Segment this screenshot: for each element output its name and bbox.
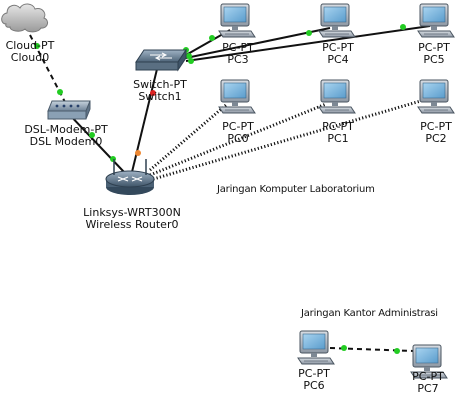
pc4-type: PC-PT xyxy=(322,41,354,54)
link-switch-dot-c xyxy=(186,53,192,59)
pc0-label: PC-PT PC0 xyxy=(216,121,260,145)
pc5-type: PC-PT xyxy=(418,41,450,54)
link-switch-dot-d xyxy=(188,58,194,64)
link-switch-dot-a xyxy=(150,90,156,96)
pc6-name: PC6 xyxy=(303,379,325,392)
switch-type: Switch-PT xyxy=(133,78,187,91)
router-type: Linksys-WRT300N xyxy=(83,206,181,219)
pc2-name: PC2 xyxy=(425,132,447,145)
link-pc5-dot xyxy=(400,24,406,30)
link-modem-dot-a xyxy=(57,89,63,95)
cloud-label: Cloud-PT Cloud0 xyxy=(1,40,59,64)
admin-network-note: Jaringan Kantor Administrasi xyxy=(301,308,438,319)
wireless-router-icon[interactable] xyxy=(105,159,155,195)
cloud-name: Cloud0 xyxy=(10,51,50,64)
modem-type: DSL-Modem-PT xyxy=(24,123,108,136)
pc2-icon[interactable] xyxy=(417,79,455,114)
modem-label: DSL-Modem-PT DSL Modem0 xyxy=(14,124,118,148)
pc1-type: PC-PT xyxy=(322,120,354,133)
wireless-router-pc1 xyxy=(149,102,327,177)
link-cloud-dot xyxy=(34,43,40,49)
link-pc7-dot xyxy=(394,348,400,354)
pc5-label: PC-PT PC5 xyxy=(412,42,456,66)
pc4-label: PC-PT PC4 xyxy=(316,42,360,66)
pc4-name: PC4 xyxy=(327,53,349,66)
wireless-router-pc0 xyxy=(149,103,227,172)
pc3-type: PC-PT xyxy=(222,41,254,54)
switch-icon[interactable] xyxy=(135,48,187,72)
link-pc4-dot xyxy=(306,30,312,36)
pc1-icon[interactable] xyxy=(318,79,356,114)
pc2-type: PC-PT xyxy=(420,120,452,133)
link-pc6-dot xyxy=(341,345,347,351)
pc0-name: PC0 xyxy=(227,132,249,145)
pc5-icon[interactable] xyxy=(417,3,455,38)
cloud-type: Cloud-PT xyxy=(5,39,55,52)
link-pc3-dot xyxy=(209,35,215,41)
link-modem-dot-b xyxy=(89,132,95,138)
pc3-label: PC-PT PC3 xyxy=(216,42,260,66)
pc3-icon[interactable] xyxy=(218,3,256,38)
pc7-label: PC-PT PC7 xyxy=(406,371,450,395)
pc7-name: PC7 xyxy=(417,382,439,395)
pc6-type: PC-PT xyxy=(298,367,330,380)
switch-name: Switch1 xyxy=(138,90,182,103)
pc3-name: PC3 xyxy=(227,53,249,66)
cloud-icon[interactable] xyxy=(1,3,49,33)
pc0-type: PC-PT xyxy=(222,120,254,133)
pc7-type: PC-PT xyxy=(412,370,444,383)
pc1-label: PC-PT PC1 xyxy=(316,121,360,145)
pc0-icon[interactable] xyxy=(218,79,256,114)
pc5-name: PC5 xyxy=(423,53,445,66)
router-label: Linksys-WRT300N Wireless Router0 xyxy=(70,207,194,231)
link-router-dot-a xyxy=(110,156,116,162)
modem-name: DSL Modem0 xyxy=(29,135,103,148)
router-name: Wireless Router0 xyxy=(85,218,179,231)
pc2-label: PC-PT PC2 xyxy=(414,121,458,145)
pc1-name: PC1 xyxy=(327,132,349,145)
link-router-dot-b xyxy=(135,150,141,156)
dsl-modem-icon[interactable] xyxy=(47,100,91,120)
pc6-label: PC-PT PC6 xyxy=(292,368,336,392)
switch-label: Switch-PT Switch1 xyxy=(126,79,194,103)
pc6-icon[interactable] xyxy=(297,330,335,365)
pc4-icon[interactable] xyxy=(318,3,356,38)
lab-network-note: Jaringan Komputer Laboratorium xyxy=(217,184,375,195)
link-switch-pc5 xyxy=(185,25,431,62)
wireless-router-pc2 xyxy=(149,98,425,182)
